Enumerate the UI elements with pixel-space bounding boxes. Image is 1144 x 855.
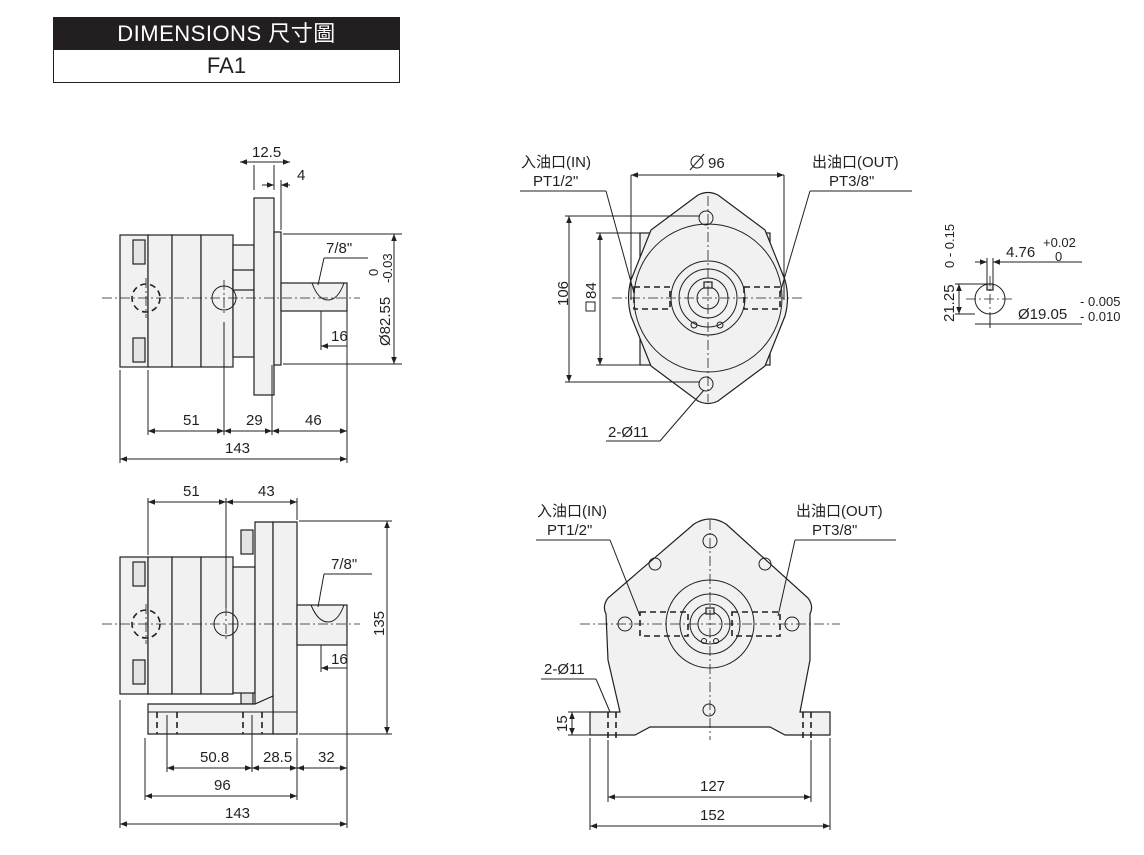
inlet-label-b: 入油口(IN) bbox=[537, 503, 607, 520]
front-view-bracket: 入油口(IN) PT1/2" 出油口(OUT) PT3/8" 2-Ø11 15 … bbox=[536, 503, 896, 830]
inlet-thread: PT1/2" bbox=[533, 173, 578, 190]
outlet-thread: PT3/8" bbox=[829, 173, 874, 190]
outlet-label: 出油口(OUT) bbox=[812, 154, 899, 171]
key-width-tol-upper: +0.02 bbox=[1043, 235, 1076, 250]
model-name: FA1 bbox=[54, 50, 399, 82]
dim-106: 106 bbox=[555, 281, 572, 306]
dim-51-b: 51 bbox=[183, 483, 200, 500]
dim-51: 51 bbox=[183, 412, 200, 429]
dim-32: 32 bbox=[318, 749, 335, 766]
flange-diameter: Ø82.55 bbox=[377, 297, 394, 346]
dim-29: 29 bbox=[246, 412, 263, 429]
dim-4: 4 bbox=[297, 167, 305, 184]
dim-84: 84 bbox=[583, 282, 600, 299]
outlet-thread-b: PT3/8" bbox=[812, 522, 857, 539]
shaft-size: 7/8" bbox=[326, 240, 352, 257]
dim-43: 43 bbox=[258, 483, 275, 500]
dim-12-5: 12.5 bbox=[252, 144, 281, 161]
dim-127: 127 bbox=[700, 778, 725, 795]
key-width-tol-lower: 0 bbox=[1055, 249, 1062, 264]
dim-16: 16 bbox=[331, 328, 348, 345]
title-heading: DIMENSIONS 尺寸圖 bbox=[54, 18, 399, 50]
dim-50-8: 50.8 bbox=[200, 749, 229, 766]
inlet-thread-b: PT1/2" bbox=[547, 522, 592, 539]
shaft-dia: Ø19.05 bbox=[1018, 306, 1067, 323]
dim-96: 96 bbox=[214, 777, 231, 794]
title-block: DIMENSIONS 尺寸圖 FA1 bbox=[53, 17, 400, 83]
dia-96: 96 bbox=[708, 155, 725, 172]
dim-135: 135 bbox=[371, 611, 388, 636]
inlet-label: 入油口(IN) bbox=[521, 154, 591, 171]
front-view-flange: 入油口(IN) PT1/2" 出油口(OUT) PT3/8" 96 106 84… bbox=[520, 153, 912, 442]
dim-143: 143 bbox=[225, 440, 250, 457]
dim-46: 46 bbox=[305, 412, 322, 429]
flange-tol-lower: -0.03 bbox=[380, 253, 395, 283]
shaft-size-b: 7/8" bbox=[331, 556, 357, 573]
holes-note: 2-Ø11 bbox=[608, 424, 649, 441]
key-depth: 21.25 bbox=[941, 284, 958, 322]
key-depth-tol: 0 - 0.15 bbox=[942, 224, 957, 268]
flange-tol-upper: 0 bbox=[366, 269, 381, 276]
dim-152: 152 bbox=[700, 807, 725, 824]
dim-15: 15 bbox=[554, 715, 571, 732]
key-width: 4.76 bbox=[1006, 244, 1035, 261]
shaft-key-detail: 4.76 +0.02 0 21.25 0 - 0.15 Ø19.05 - 0.0… bbox=[941, 224, 1120, 328]
side-view-foot-mount: 12.5 4 7/8" Ø82.55 0 -0.03 16 51 29 46 1… bbox=[102, 144, 402, 463]
dim-28-5: 28.5 bbox=[263, 749, 292, 766]
dim-143-b: 143 bbox=[225, 805, 250, 822]
holes-note-b: 2-Ø11 bbox=[544, 661, 585, 678]
dim-16-b: 16 bbox=[331, 651, 348, 668]
shaft-dia-tol-lower: - 0.010 bbox=[1080, 309, 1120, 324]
outlet-label-b: 出油口(OUT) bbox=[796, 503, 883, 520]
side-view-bracket-mount: 51 43 7/8" 135 16 50.8 28.5 32 96 143 bbox=[102, 483, 392, 828]
shaft-dia-tol-upper: - 0.005 bbox=[1080, 294, 1120, 309]
